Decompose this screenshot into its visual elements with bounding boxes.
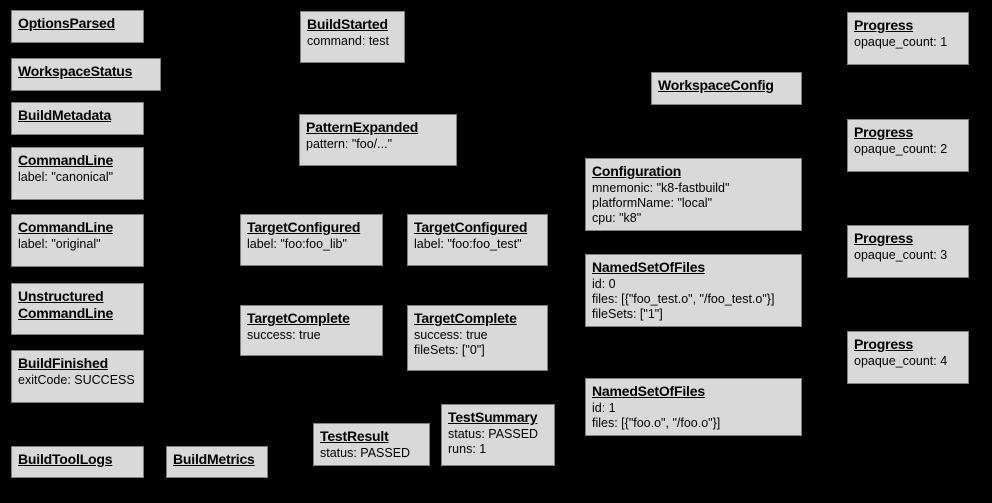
event-node-title: CommandLine <box>18 152 114 168</box>
event-node-field: cpu: "k8" <box>592 211 642 225</box>
event-node-field: opaque_count: 3 <box>854 248 948 262</box>
event-node-target-complete-foo-lib[interactable]: TargetComplete success: true <box>240 305 383 356</box>
event-node-test-result[interactable]: TestResult status: PASSED <box>313 423 430 466</box>
event-node-title: Unstructured CommandLine <box>18 288 114 321</box>
event-node-build-started[interactable]: BuildStarted command: test <box>300 11 405 63</box>
event-node-field: fileSets: ["1"] <box>592 307 663 321</box>
event-node-command-line-original[interactable]: CommandLine label: "original" <box>11 214 144 267</box>
event-node-title: TargetComplete <box>414 310 517 326</box>
event-node-fields: exitCode: SUCCESS <box>18 373 137 388</box>
event-node-progress-3[interactable]: Progress opaque_count: 3 <box>847 225 969 278</box>
event-node-field: opaque_count: 1 <box>854 35 948 49</box>
event-node-fields: opaque_count: 4 <box>854 354 962 369</box>
event-node-title: PatternExpanded <box>306 119 419 135</box>
event-node-progress-1[interactable]: Progress opaque_count: 1 <box>847 12 969 65</box>
event-node-unstructured-command-line[interactable]: Unstructured CommandLine <box>11 283 144 335</box>
event-node-fields: pattern: "foo/..." <box>306 137 450 152</box>
event-node-field: label: "original" <box>18 237 101 251</box>
event-node-title: Progress <box>854 336 914 352</box>
event-node-title: OptionsParsed <box>18 15 115 31</box>
event-node-title: TargetConfigured <box>247 219 361 235</box>
event-node-field: success: true <box>414 328 488 342</box>
event-node-fields: label: "canonical" <box>18 170 137 185</box>
event-node-title: Progress <box>854 230 914 246</box>
event-node-title: BuildMetadata <box>18 107 112 123</box>
event-node-configuration[interactable]: Configuration mnemonic: "k8-fastbuild"pla… <box>585 158 802 231</box>
event-node-build-tool-logs[interactable]: BuildToolLogs <box>11 446 144 478</box>
event-node-title: CommandLine <box>18 219 114 235</box>
event-node-fields: command: test <box>307 34 398 49</box>
event-node-build-metrics[interactable]: BuildMetrics <box>166 446 268 478</box>
event-node-field: exitCode: SUCCESS <box>18 373 135 387</box>
event-node-fields: label: "foo:foo_lib" <box>247 237 376 252</box>
event-node-fields: opaque_count: 1 <box>854 35 962 50</box>
event-node-title: WorkspaceConfig <box>658 77 774 93</box>
event-node-fields: label: "foo:foo_test" <box>414 237 541 252</box>
event-node-title: BuildFinished <box>18 355 108 371</box>
event-node-title: Progress <box>854 124 914 140</box>
event-node-command-line-canonical[interactable]: CommandLine label: "canonical" <box>11 147 144 200</box>
event-node-title: TargetComplete <box>247 310 350 326</box>
event-node-workspace-status[interactable]: WorkspaceStatus <box>11 58 161 91</box>
event-node-field: files: [{"foo.o", "/foo.o"}] <box>592 416 721 430</box>
event-node-field: success: true <box>247 328 321 342</box>
event-node-field: files: [{"foo_test.o", "/foo_test.o"}] <box>592 292 775 306</box>
event-node-fields: opaque_count: 2 <box>854 142 962 157</box>
event-node-title: BuildMetrics <box>173 451 255 467</box>
event-node-field: id: 1 <box>592 401 616 415</box>
event-node-title: BuildToolLogs <box>18 451 113 467</box>
event-node-title: Configuration <box>592 163 682 179</box>
event-node-field: command: test <box>307 34 389 48</box>
event-node-field: fileSets: ["0"] <box>414 343 485 357</box>
event-node-title: TestResult <box>320 428 389 444</box>
event-node-title: BuildStarted <box>307 16 388 32</box>
event-node-workspace-config[interactable]: WorkspaceConfig <box>651 72 802 105</box>
event-node-progress-2[interactable]: Progress opaque_count: 2 <box>847 119 969 172</box>
event-node-fields: label: "original" <box>18 237 137 252</box>
event-node-field: label: "foo:foo_test" <box>414 237 522 251</box>
event-node-build-metadata[interactable]: BuildMetadata <box>11 102 144 135</box>
event-node-fields: success: true <box>247 328 376 343</box>
event-node-title: NamedSetOfFiles <box>592 383 705 399</box>
event-node-field: opaque_count: 2 <box>854 142 948 156</box>
event-node-title: NamedSetOfFiles <box>592 259 705 275</box>
event-node-pattern-expanded[interactable]: PatternExpanded pattern: "foo/..." <box>299 114 457 166</box>
event-node-field: runs: 1 <box>448 442 487 456</box>
event-node-field: pattern: "foo/..." <box>306 137 393 151</box>
event-node-field: mnemonic: "k8-fastbuild" <box>592 181 730 195</box>
event-node-build-finished[interactable]: BuildFinished exitCode: SUCCESS <box>11 350 144 403</box>
event-node-title: Progress <box>854 17 914 33</box>
event-node-target-configured-foo-lib[interactable]: TargetConfigured label: "foo:foo_lib" <box>240 214 383 266</box>
event-node-field: status: PASSED <box>448 427 539 441</box>
event-node-fields: opaque_count: 3 <box>854 248 962 263</box>
event-node-field: opaque_count: 4 <box>854 354 948 368</box>
event-node-target-configured-foo-test[interactable]: TargetConfigured label: "foo:foo_test" <box>407 214 548 266</box>
event-node-title: TestSummary <box>448 409 538 425</box>
event-node-options-parsed[interactable]: OptionsParsed <box>11 10 144 43</box>
event-node-fields: status: PASSED <box>320 446 423 461</box>
event-node-progress-4[interactable]: Progress opaque_count: 4 <box>847 331 969 384</box>
event-node-fields: mnemonic: "k8-fastbuild"platformName: "l… <box>592 181 795 226</box>
event-node-field: status: PASSED <box>320 446 411 460</box>
event-node-field: id: 0 <box>592 277 616 291</box>
event-node-field: label: "foo:foo_lib" <box>247 237 347 251</box>
event-node-field: platformName: "local" <box>592 196 713 210</box>
event-node-title: TargetConfigured <box>414 219 528 235</box>
event-node-title: WorkspaceStatus <box>18 63 133 79</box>
event-node-field: label: "canonical" <box>18 170 114 184</box>
